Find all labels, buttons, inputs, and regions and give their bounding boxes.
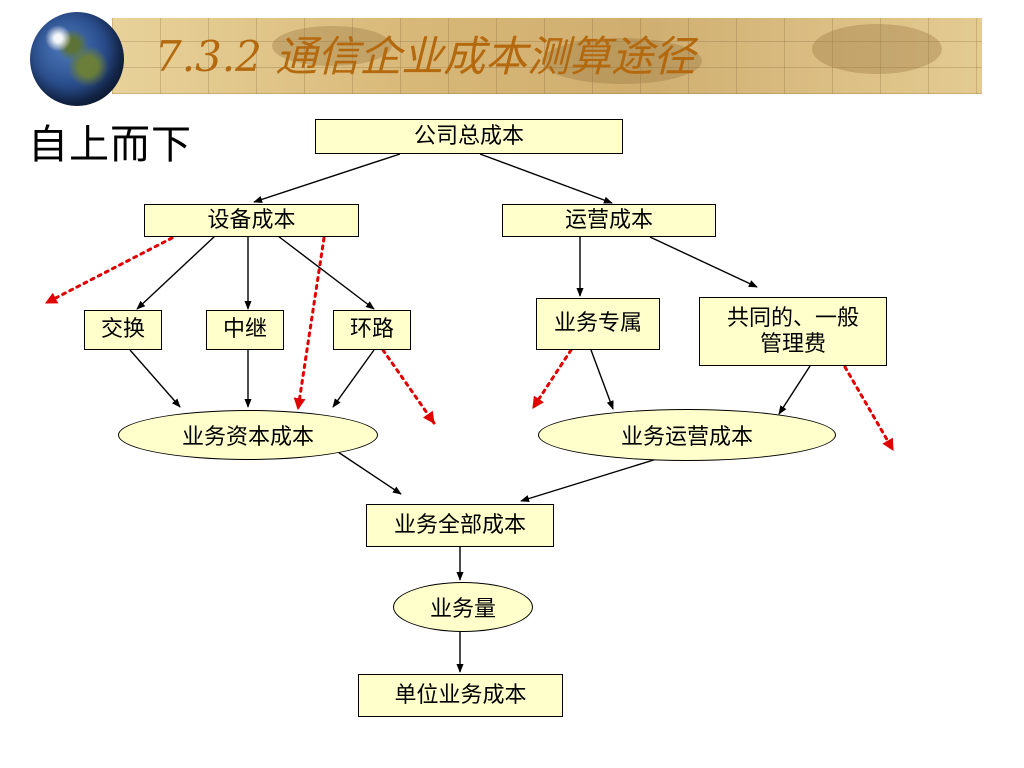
banner-map-land [272, 26, 392, 66]
node-switching: 交换 [84, 310, 162, 350]
dotted-arrow-loop-right [381, 348, 436, 425]
dotted-arrow-equipment-left [44, 236, 174, 305]
arrow-dedicated-to-operating-cost [590, 349, 614, 410]
arrow-total-to-equipment [253, 153, 401, 203]
dotted-arrow-equipment-down [293, 236, 326, 411]
arrow-operating-to-shared [649, 236, 758, 288]
banner-map-land [812, 24, 942, 74]
node-service-dedicated: 业务专属 [536, 298, 660, 350]
node-service-capital-cost: 业务资本成本 [118, 410, 378, 460]
dotted-arrow-dedicated-left [531, 348, 573, 410]
node-unit-service-cost: 单位业务成本 [358, 674, 563, 717]
slide-title: 7.3.2 通信企业成本测算途径 [155, 32, 696, 81]
node-equipment-cost: 设备成本 [144, 204, 359, 237]
node-total-cost: 公司总成本 [315, 119, 623, 154]
slide-subtitle: 自上而下 [28, 122, 192, 168]
globe-icon [30, 12, 124, 106]
arrow-loop-to-capital [332, 349, 375, 408]
title-banner [112, 18, 982, 94]
node-service-volume: 业务量 [393, 582, 533, 632]
arrow-shared-to-operating-cost [778, 365, 811, 415]
arrow-equipment-to-switching [136, 235, 216, 310]
banner-map-grid [112, 18, 982, 94]
node-service-operating-cost: 业务运营成本 [538, 409, 836, 461]
node-operating-cost: 运营成本 [502, 204, 716, 237]
arrow-switching-to-capital [129, 349, 181, 408]
arrow-total-to-operating [479, 153, 613, 204]
node-shared-overhead: 共同的、一般 管理费 [699, 297, 887, 366]
node-relay: 中继 [206, 310, 284, 350]
arrow-equipment-to-loop [277, 235, 375, 310]
node-service-total-cost: 业务全部成本 [366, 504, 554, 547]
dotted-arrow-shared-right [843, 365, 895, 452]
arrow-capital-to-total-service [337, 451, 402, 495]
node-loop: 环路 [333, 310, 411, 350]
arrow-operating-cost-to-total-service [520, 457, 661, 503]
banner-map-land [542, 38, 702, 84]
